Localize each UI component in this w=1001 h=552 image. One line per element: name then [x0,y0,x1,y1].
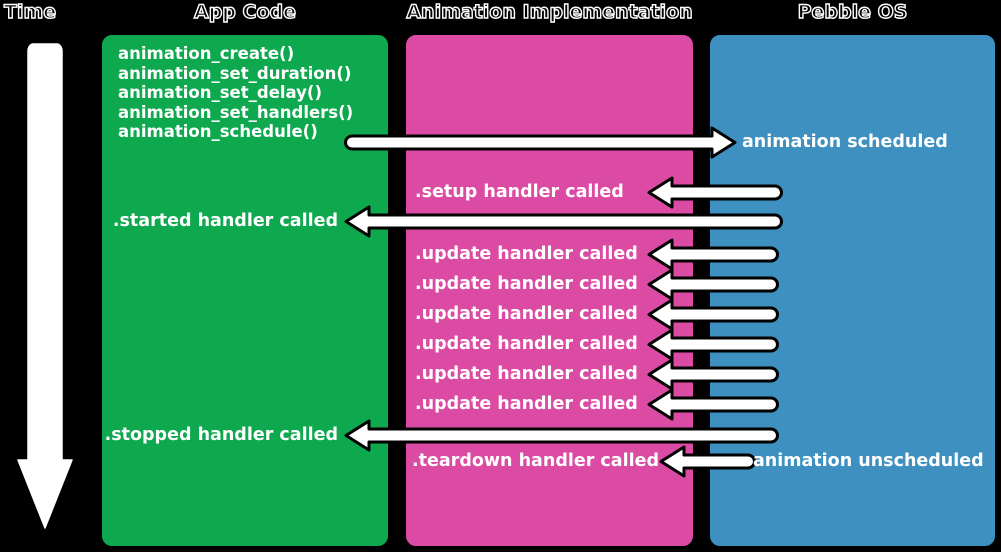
message-label-update-handler-2: .update handler called [415,274,638,294]
app-call-item: animation_set_duration() [118,63,352,83]
app-call-item: animation_create() [118,44,295,63]
time-axis-header: Time [3,0,57,23]
message-label-update-handler-3: .update handler called [415,304,638,324]
message-label-stopped-handler: .stopped handler called [104,425,338,445]
message-label-update-handler-5: .update handler called [415,364,638,384]
message-label-update-handler-1: .update handler called [415,244,638,264]
message-label-update-handler-6: .update handler called [415,394,638,414]
lane-app-code [100,33,390,548]
column-header-pebble-os: Pebble OS [797,0,908,23]
app-call-item: animation_schedule() [118,122,318,141]
message-label-update-handler-4: .update handler called [415,334,638,354]
message-label-setup-handler: .setup handler called [415,182,624,202]
app-call-item: animation_set_delay() [118,83,323,102]
app-call-item: animation_set_handlers() [118,102,354,122]
lane-animation-implementation [404,33,695,548]
time-down-arrow-icon [17,43,73,529]
message-label-started-handler: .started handler called [112,211,338,231]
column-header-app-code: App Code [193,0,296,23]
column-header-animation-implementation: Animation Implementation [406,0,694,23]
app-call-list: animation_create() animation_set_duratio… [118,44,388,142]
message-label-teardown-handler: .teardown handler called [412,451,660,471]
message-label-animation-unscheduled: animation unscheduled [753,451,984,471]
message-label-animation-scheduled: animation scheduled [742,132,948,152]
